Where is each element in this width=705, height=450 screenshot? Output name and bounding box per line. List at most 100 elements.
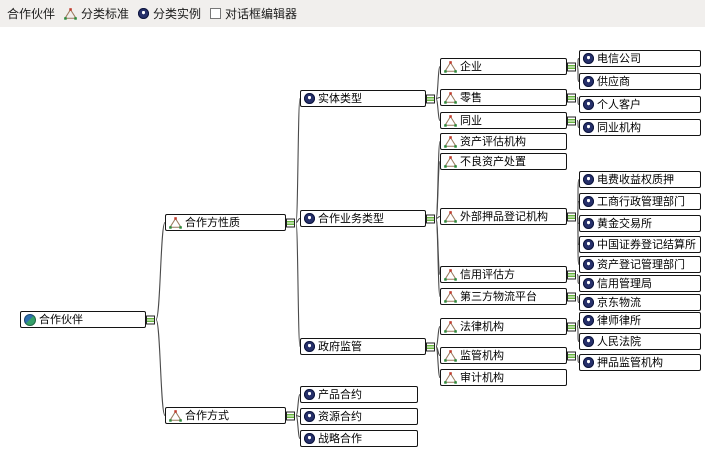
tree-edge xyxy=(576,96,580,106)
node-label: 政府监管 xyxy=(318,340,362,353)
toolbar: 合作伙伴 分类标准 分类实例 对话框编辑器 xyxy=(0,0,705,27)
tree-edge xyxy=(576,325,580,343)
instance-badge-icon xyxy=(304,411,315,422)
tree-edge xyxy=(295,217,301,224)
class-triangle-icon xyxy=(444,268,457,281)
node-label: 合作伙伴 xyxy=(39,313,83,326)
tree-node-zyhy[interactable]: 资源合约 xyxy=(300,408,418,425)
globe-icon xyxy=(24,313,36,326)
tree-node-jdwl[interactable]: 京东物流 xyxy=(579,294,701,311)
tree-node-sttx[interactable]: 实体类型 xyxy=(300,90,435,107)
tree-node-lsls[interactable]: 律师律所 xyxy=(579,312,701,329)
expand-connector[interactable] xyxy=(286,218,295,227)
class-triangle-icon xyxy=(444,155,457,168)
expand-connector[interactable] xyxy=(567,270,576,279)
tree-node-sjjg[interactable]: 审计机构 xyxy=(440,369,567,386)
ontology-title: 合作伙伴 xyxy=(7,7,56,21)
tree-node-fljg[interactable]: 法律机构 xyxy=(440,318,576,335)
instance-badge-icon xyxy=(583,278,594,289)
tree-node-ty[interactable]: 同业 xyxy=(440,112,576,129)
tree-edge xyxy=(155,318,166,417)
node-label: 合作业务类型 xyxy=(318,212,384,225)
expand-connector[interactable] xyxy=(567,351,576,360)
tree-node-dxgs[interactable]: 电信公司 xyxy=(579,50,701,67)
expand-connector[interactable] xyxy=(567,116,576,125)
class-triangle-icon xyxy=(169,216,182,229)
tree-node-gys[interactable]: 供应商 xyxy=(579,73,701,90)
instance-badge-icon xyxy=(304,93,315,104)
instance-badge-icon xyxy=(583,336,594,347)
node-label: 电信公司 xyxy=(597,52,641,65)
node-label: 企业 xyxy=(460,60,482,73)
dialog-editor-toggle[interactable]: 对话框编辑器 xyxy=(210,5,297,22)
tree-node-grkh[interactable]: 个人客户 xyxy=(579,96,701,113)
tree-edge xyxy=(295,221,301,348)
tree-node-dfsyqzy[interactable]: 电费收益权质押 xyxy=(579,171,701,188)
tree-node-qy[interactable]: 企业 xyxy=(440,58,576,75)
tree-node-cphy[interactable]: 产品合约 xyxy=(300,386,418,403)
instance-badge-icon xyxy=(304,433,315,444)
node-label: 监管机构 xyxy=(460,349,504,362)
class-triangle-icon xyxy=(444,135,457,148)
tree-node-root[interactable]: 合作伙伴 xyxy=(20,311,155,328)
node-label: 信用评估方 xyxy=(460,268,515,281)
node-label: 资产评估机构 xyxy=(460,135,526,148)
tree-node-dsfwlpt[interactable]: 第三方物流平台 xyxy=(440,288,576,305)
tree-node-hzfxz[interactable]: 合作方性质 xyxy=(165,214,295,231)
tree-node-zfjg[interactable]: 政府监管 xyxy=(300,338,435,355)
tree-edge xyxy=(576,65,580,83)
node-label: 信用管理局 xyxy=(597,277,652,290)
tree-edge xyxy=(435,217,441,298)
tree-node-jgjg[interactable]: 监管机构 xyxy=(440,347,576,364)
tree-edge xyxy=(576,295,580,304)
tree-edge xyxy=(295,393,301,417)
tree-edge xyxy=(576,354,580,364)
instance-badge-icon xyxy=(583,174,594,185)
expand-connector[interactable] xyxy=(567,62,576,71)
class-triangle-icon xyxy=(444,349,457,362)
tree-node-hjjys[interactable]: 黄金交易所 xyxy=(579,215,701,232)
expand-connector[interactable] xyxy=(426,94,435,103)
node-label: 实体类型 xyxy=(318,92,362,105)
tree-node-hzywlx[interactable]: 合作业务类型 xyxy=(300,210,435,227)
tree-node-gsxzglbm[interactable]: 工商行政管理部门 xyxy=(579,193,701,210)
tree-node-ls[interactable]: 零售 xyxy=(440,89,576,106)
tree-node-xypgf[interactable]: 信用评估方 xyxy=(440,266,576,283)
node-label: 资产登记管理部门 xyxy=(597,258,685,271)
expand-connector[interactable] xyxy=(567,292,576,301)
expand-connector[interactable] xyxy=(426,342,435,351)
expand-connector[interactable] xyxy=(146,315,155,324)
instance-badge-icon xyxy=(304,213,315,224)
tree-node-ypjgjg[interactable]: 押品监管机构 xyxy=(579,354,701,371)
tree-node-zgzqdjjss[interactable]: 中国证券登记结算所 xyxy=(579,236,701,253)
expand-connector[interactable] xyxy=(567,322,576,331)
node-label: 合作方式 xyxy=(185,409,229,422)
tree-node-hzfs[interactable]: 合作方式 xyxy=(165,407,295,424)
dialog-editor-label: 对话框编辑器 xyxy=(225,7,298,21)
dialog-editor-checkbox[interactable] xyxy=(210,8,222,19)
node-label: 同业机构 xyxy=(597,121,641,134)
tree-edge xyxy=(435,97,441,122)
tree-node-zlhz[interactable]: 战略合作 xyxy=(300,430,418,447)
node-label: 同业 xyxy=(460,114,482,127)
tree-canvas: 合作伙伴 合作方性质合作方式 实体类型合作业务类型政府监管产品合约资源合约战略合作 企… xyxy=(0,27,705,450)
expand-connector[interactable] xyxy=(286,411,295,420)
class-triangle-icon xyxy=(444,114,457,127)
tree-node-xyglj[interactable]: 信用管理局 xyxy=(579,275,701,292)
node-label: 法律机构 xyxy=(460,320,504,333)
tree-node-wbypdjjg[interactable]: 外部押品登记机构 xyxy=(440,208,576,225)
node-label: 不良资产处置 xyxy=(460,155,526,168)
expand-connector[interactable] xyxy=(567,212,576,221)
tree-node-zcdjglbm[interactable]: 资产登记管理部门 xyxy=(579,256,701,273)
class-triangle-icon xyxy=(444,320,457,333)
expand-connector[interactable] xyxy=(426,214,435,223)
instance-badge-icon xyxy=(583,239,594,250)
class-triangle-icon xyxy=(64,7,77,20)
expand-connector[interactable] xyxy=(567,93,576,102)
edge-layer xyxy=(155,57,580,440)
tree-node-rmfy[interactable]: 人民法院 xyxy=(579,333,701,350)
tree-node-zcpgjg[interactable]: 资产评估机构 xyxy=(440,133,567,150)
tree-node-tyjg2[interactable]: 同业机构 xyxy=(579,119,701,136)
tree-node-blzccz[interactable]: 不良资产处置 xyxy=(440,153,567,170)
